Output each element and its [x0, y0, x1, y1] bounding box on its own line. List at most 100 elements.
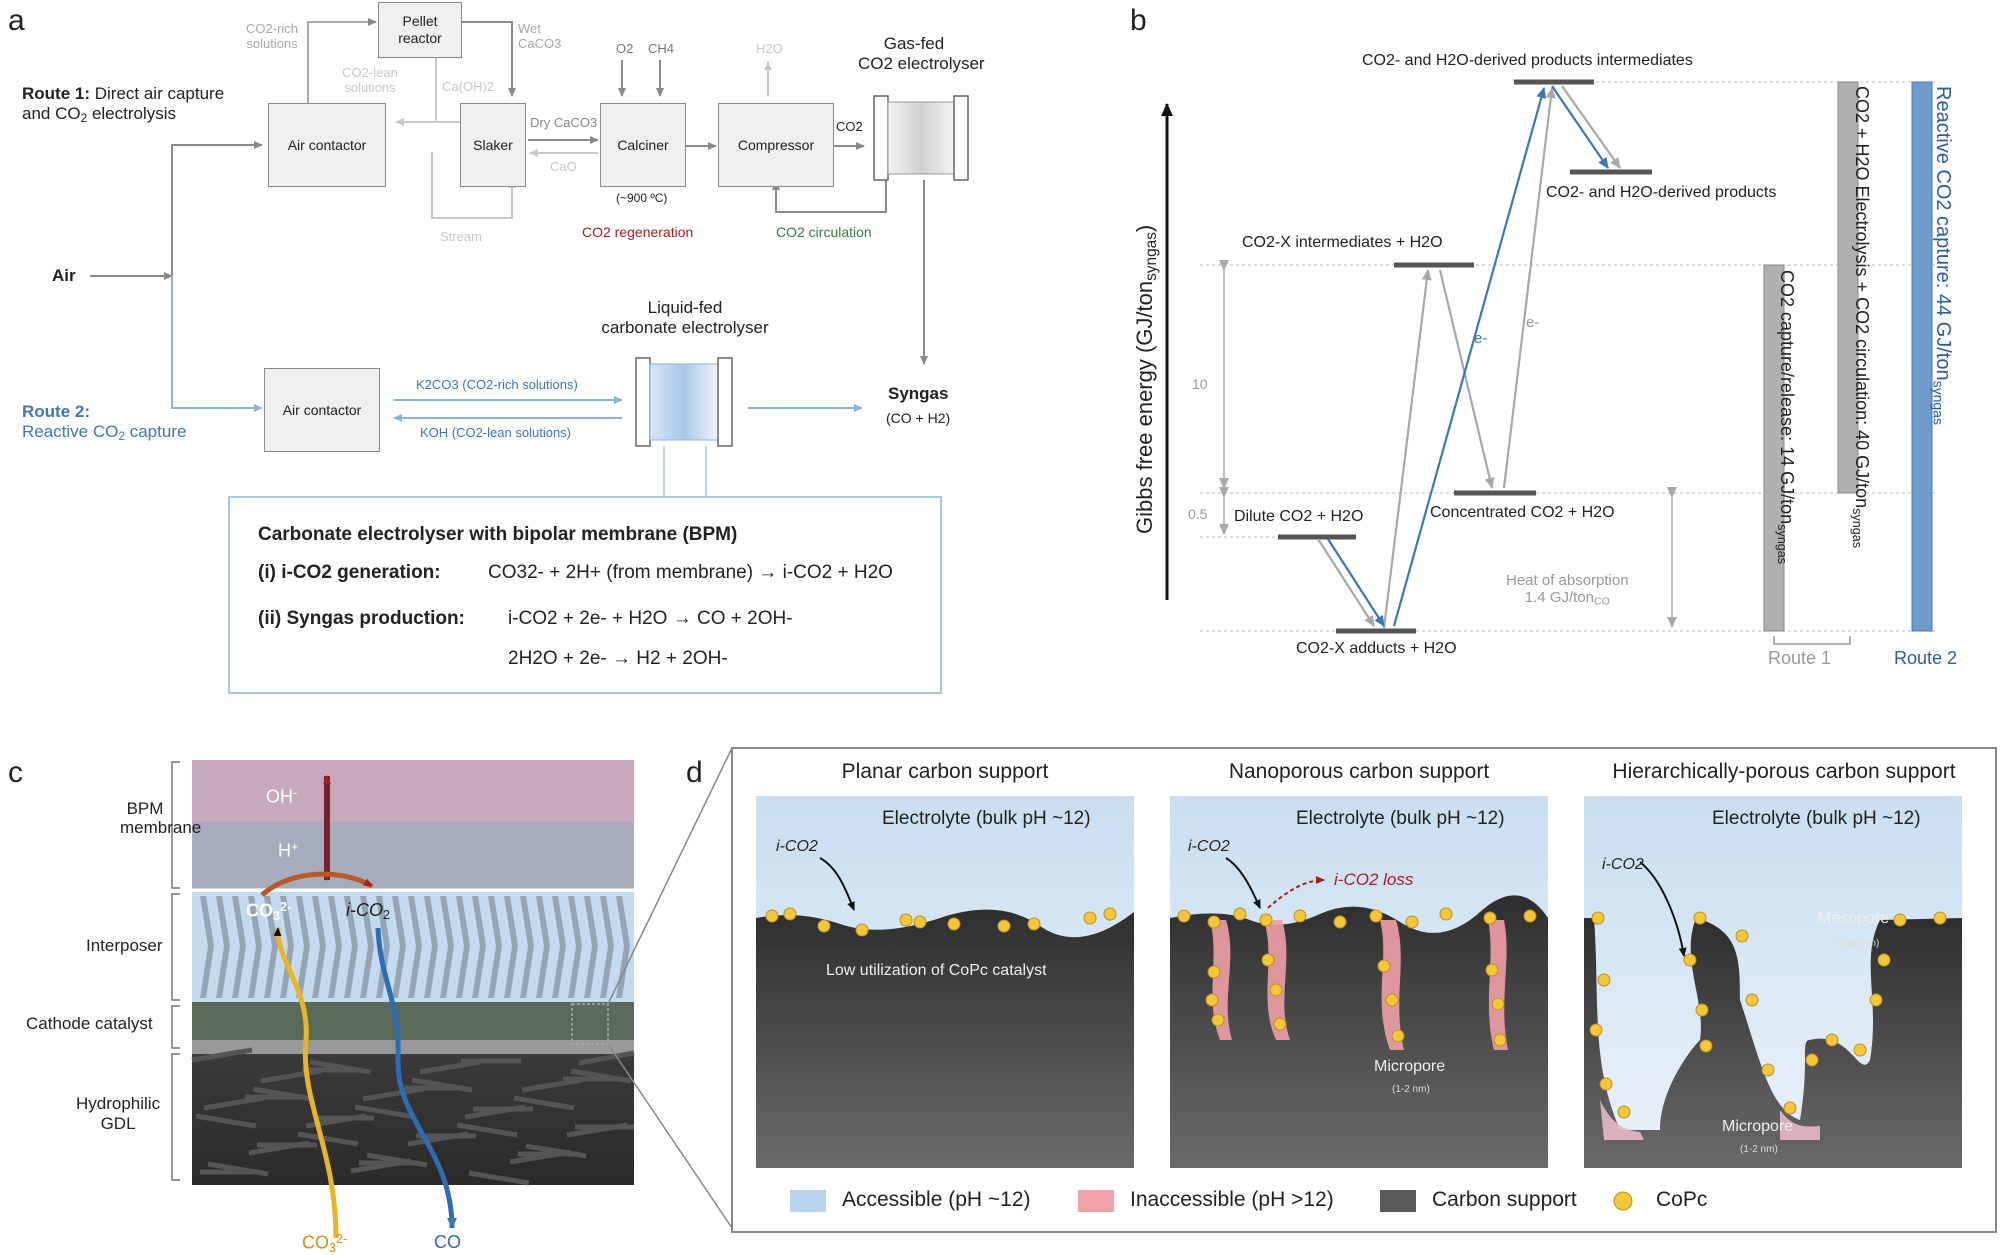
copc-dot: [1485, 963, 1499, 977]
copc-dot: [1745, 993, 1759, 1007]
interposer-fin: [552, 896, 566, 998]
electron-label-blue: e-: [1474, 330, 1488, 347]
electrolyte-label-2: Electrolyte (bulk pH ~12): [1296, 808, 1505, 829]
bpm-ii-label: (ii) Syngas production:: [258, 608, 465, 629]
interposer-fin: [600, 896, 614, 998]
copc-dot: [1735, 929, 1749, 943]
oh-label: OH-: [266, 786, 298, 807]
hierarchical-title: Hierarchically-porous carbon support: [1612, 760, 1956, 783]
dry-caco3-label: Dry CaCO3: [530, 115, 598, 130]
syngas-composition: (CO + H2): [886, 410, 951, 426]
gdl-fiber: [521, 1077, 583, 1093]
interposer-fin: [584, 896, 598, 998]
gdl-fiber: [419, 1059, 481, 1075]
level-products: CO2- and H2O-derived products: [1546, 184, 1777, 201]
copc-dot: [1523, 909, 1537, 923]
tick-10: 10: [1192, 376, 1208, 392]
copc-dot: [1333, 915, 1347, 929]
ico2-label-planar: i-CO2: [776, 838, 818, 855]
bpm-membrane-label: BPM membrane: [120, 799, 202, 837]
copc-dot: [1761, 1063, 1775, 1077]
interposer-fin: [408, 896, 422, 998]
panel-a-arrows: [90, 18, 928, 496]
copc-dot: [1391, 1029, 1405, 1043]
syngas-label: Syngas: [888, 384, 949, 403]
interposer-label: Interposer: [86, 936, 163, 955]
koh-label: KOH (CO2-lean solutions): [420, 425, 571, 440]
panel-letter-a: a: [8, 4, 25, 37]
micropore-size-nano: (1-2 nm): [1392, 1084, 1430, 1095]
mesopore-size: (2-50 nm): [1836, 938, 1880, 949]
copc-dot: [1103, 907, 1117, 921]
level-products-intermediates: CO2- and H2O-derived products intermedia…: [1362, 52, 1693, 69]
gdl-fiber: [297, 1131, 359, 1147]
copc-dot: [1293, 909, 1307, 923]
interposer-fin: [376, 896, 390, 998]
ico2-label-top: i-CO2: [346, 900, 391, 923]
interposer-fin: [360, 896, 374, 998]
copc-dot: [1233, 907, 1247, 921]
interposer-fin: [440, 896, 454, 998]
gdl-fiber: [260, 1068, 322, 1084]
co-label-bottom: CO: [434, 1232, 461, 1252]
interposer-fin: [200, 896, 214, 998]
interposer-fin: [280, 896, 294, 998]
gdl-fiber: [468, 1170, 530, 1186]
gdl-fiber: [309, 1059, 371, 1075]
copc-dot: [899, 913, 913, 927]
copc-dot: [855, 923, 869, 937]
route2-axis-label: Route 2: [1894, 648, 1958, 668]
k2co3-label: K2CO3 (CO2-rich solutions): [416, 377, 578, 392]
micropore-size-hier: (1-2 nm): [1740, 1144, 1778, 1155]
gdl-fibers: [191, 1047, 635, 1186]
nanoporous-title: Nanoporous carbon support: [1228, 760, 1490, 783]
gdl-fiber: [513, 1095, 575, 1111]
gdl-fiber: [456, 1122, 518, 1138]
interposer-fin: [328, 896, 342, 998]
mesopore-label: Mesopore: [1818, 910, 1890, 927]
cathode-catalyst-label: Cathode catalyst: [26, 1014, 153, 1033]
copc-dot: [1869, 993, 1883, 1007]
co2-label: CO2: [836, 119, 863, 134]
slaker: Slaker: [460, 103, 526, 187]
electrolyte-label-1: Electrolyte (bulk pH ~12): [882, 808, 1091, 829]
route2-label: Route 2:Reactive CO2 capture: [22, 402, 187, 443]
copc-dot: [1207, 965, 1221, 979]
copc-dot: [1205, 993, 1219, 1007]
copc-dot: [1377, 959, 1391, 973]
panel-d-supports: [731, 747, 1997, 1233]
gdl-fiber: [362, 1086, 424, 1102]
gdl-fiber: [354, 1104, 416, 1120]
route1-bar-label: CO2 capture/release: 14 GJ/tonsyngas: [1774, 270, 1797, 565]
copc-dots: [765, 907, 1947, 1119]
legend-accessible: Accessible (pH ~12): [842, 1188, 1031, 1211]
route1-bar2-label: CO2 + H2O Electrolysis + CO2 circulation…: [1849, 86, 1872, 549]
gdl-fiber: [525, 1143, 587, 1159]
copc-dot: [1695, 1003, 1709, 1017]
copc-dot: [1385, 993, 1399, 1007]
interposer-fin: [248, 896, 262, 998]
co2-circulation-label: CO2 circulation: [776, 224, 872, 240]
gdl-fiber: [411, 1077, 473, 1093]
copc-dot: [1683, 953, 1697, 967]
copc-dot: [1207, 915, 1221, 929]
interposer-fin: [456, 896, 470, 998]
gdl-fiber: [578, 1050, 635, 1066]
copc-dot: [1591, 911, 1605, 925]
interposer-fin: [568, 896, 582, 998]
copc-dot: [1261, 953, 1275, 967]
copc-dot: [1491, 997, 1505, 1011]
planar-title: Planar carbon support: [841, 760, 1049, 783]
copc-dot: [1617, 1105, 1631, 1119]
gdl-fiber: [252, 1086, 314, 1102]
legend-inaccessible-swatch: [1078, 1190, 1114, 1212]
copc-dot: [1853, 1043, 1867, 1057]
calciner-temp-label: (~900 ºC): [616, 191, 668, 205]
tick-0-5: 0.5: [1188, 506, 1208, 522]
electrolyte-label-3: Electrolyte (bulk pH ~12): [1712, 808, 1921, 829]
interposer-fin: [616, 896, 630, 998]
co2-rich-solutions-label: CO2-rich solutions: [245, 21, 298, 51]
